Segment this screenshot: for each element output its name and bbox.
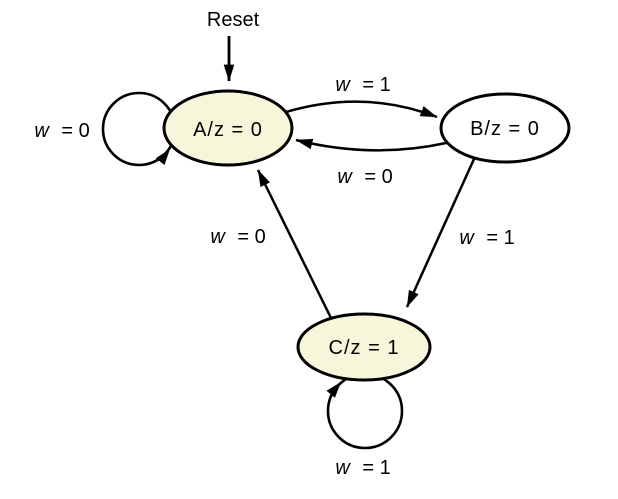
input-condition: = 0 (364, 166, 392, 188)
input-condition: = 1 (362, 74, 390, 96)
state-b-label: B/z = 0 (470, 118, 540, 140)
input-variable: w (459, 227, 475, 249)
transition-b-to-a-label: w = 0 (337, 166, 392, 188)
transition-b-to-c-arrow (405, 158, 476, 308)
input-variable: w (337, 166, 353, 188)
transition-a-to-b-label: w = 1 (335, 74, 390, 96)
self-loop-state-a-arrowhead (155, 149, 170, 165)
transition-a-to-b-arrow (285, 100, 438, 119)
state-b-ellipse (439, 92, 571, 164)
transition-c-self-label: w = 1 (335, 457, 390, 479)
input-variable: w (34, 120, 50, 142)
state-a-label: A/z = 0 (193, 119, 263, 141)
input-condition: = 0 (237, 226, 265, 248)
input-variable: w (335, 74, 351, 96)
input-condition: = 1 (362, 457, 390, 479)
state-c-label: C/z = 1 (329, 337, 400, 359)
transition-b-to-a-arrow (295, 138, 447, 152)
reset-label: Reset (207, 9, 260, 31)
self-loop-state-c-arrowhead (326, 382, 341, 398)
input-condition: = 1 (486, 227, 514, 249)
input-condition: = 0 (61, 120, 89, 142)
state-a-ellipse (162, 89, 294, 167)
transition-c-to-a-label: w = 0 (210, 226, 265, 248)
transition-b-to-c-label: w = 1 (459, 227, 514, 249)
input-variable: w (210, 226, 226, 248)
transition-c-to-a-arrow (256, 169, 333, 319)
input-variable: w (335, 457, 351, 479)
transition-a-self-label: w = 0 (34, 120, 89, 142)
state-c-ellipse (296, 312, 432, 382)
